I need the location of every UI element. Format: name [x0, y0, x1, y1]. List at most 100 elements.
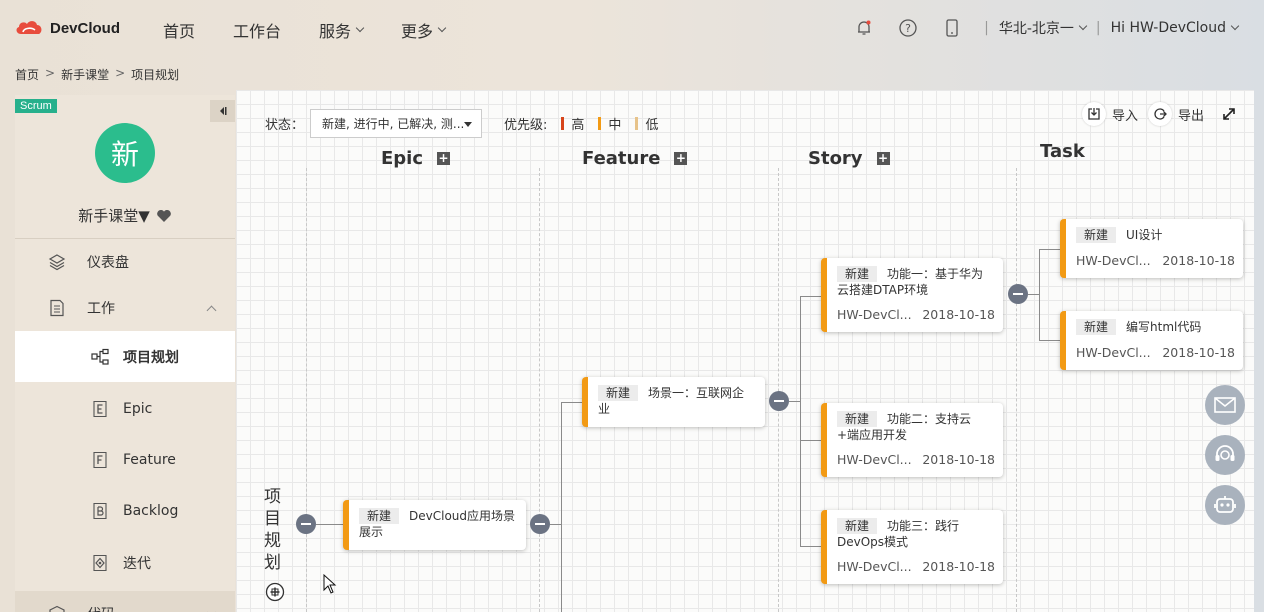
- region-selector[interactable]: 华北-北京一: [999, 18, 1088, 38]
- priority-label: 优先级:: [504, 118, 548, 133]
- cloud-logo-icon: [16, 21, 42, 34]
- feature-card[interactable]: 新建场景一：互联网企业: [582, 377, 765, 427]
- chatbot-button[interactable]: [1205, 485, 1245, 525]
- divider: |: [984, 20, 989, 36]
- sidebar-item-project-plan[interactable]: 项目规划: [15, 331, 235, 382]
- card-date: 2018-10-18: [922, 307, 995, 322]
- connector-line: [800, 296, 821, 297]
- card-title: 功能一：基于华为云搭建DTAP环境: [837, 267, 984, 297]
- column-feature: Feature +: [582, 148, 688, 169]
- card-title: 场景一：互联网企业: [598, 386, 745, 416]
- nav-services[interactable]: 服务: [319, 18, 365, 42]
- card-date: 2018-10-18: [922, 559, 995, 574]
- fullscreen-button[interactable]: [1222, 107, 1236, 121]
- sidebar-item-label: 代码: [87, 604, 115, 612]
- devcloud-logo[interactable]: DevCloud: [14, 18, 120, 38]
- sidebar-item-backlog[interactable]: Backlog: [15, 487, 235, 535]
- mobile-icon[interactable]: [942, 18, 962, 38]
- collapse-epic-toggle[interactable]: [530, 514, 550, 534]
- add-feature-button[interactable]: +: [674, 151, 688, 165]
- column-story-title: Story: [808, 148, 863, 169]
- column-epic-title: Epic: [381, 148, 424, 169]
- card-title: 功能三：践行DevOps模式: [837, 519, 960, 549]
- chevron-down-icon: [437, 23, 447, 33]
- mind-map-icon: [91, 348, 109, 365]
- sidebar-item-epic[interactable]: Epic: [15, 385, 235, 433]
- sidebar-divider: [15, 238, 235, 239]
- priority-medium[interactable]: 中: [598, 114, 621, 133]
- minus-icon: [774, 400, 784, 402]
- nav-workbench[interactable]: 工作台: [233, 18, 281, 42]
- card-title: 功能二：支持云+端应用开发: [837, 412, 972, 442]
- breadcrumb-separator: >: [45, 66, 56, 80]
- connector-line: [800, 440, 821, 441]
- card-title: UI设计: [1126, 228, 1163, 242]
- chevron-down-icon: [355, 23, 365, 33]
- priority-low[interactable]: 低: [635, 114, 658, 133]
- connector-line: [789, 401, 801, 402]
- connector-line: [561, 402, 582, 403]
- sidebar-item-dashboard[interactable]: 仪表盘: [15, 239, 235, 285]
- sidebar-item-code[interactable]: 代码: [15, 591, 235, 612]
- sidebar-item-label: 迭代: [123, 556, 151, 572]
- story-card[interactable]: 新建功能三：践行DevOps模式 HW-DevCl...2018-10-18: [821, 510, 1003, 584]
- sidebar-item-work[interactable]: 工作: [15, 285, 235, 331]
- collapse-story-toggle[interactable]: [1008, 284, 1028, 304]
- import-button[interactable]: 导入: [1081, 102, 1138, 126]
- add-circle-icon: [265, 582, 285, 602]
- import-label: 导入: [1111, 108, 1138, 124]
- export-button[interactable]: 导出: [1147, 102, 1204, 126]
- document-list-icon: [50, 299, 64, 317]
- user-label: Hi HW-DevCloud: [1110, 20, 1226, 36]
- priority-high[interactable]: 高: [561, 114, 584, 133]
- feature-icon: [93, 451, 107, 469]
- user-menu[interactable]: Hi HW-DevCloud: [1110, 20, 1240, 36]
- card-title: DevCloud应用场景展示: [359, 509, 516, 539]
- nav-home[interactable]: 首页: [163, 18, 195, 42]
- connector-line: [1039, 340, 1060, 341]
- connector-line: [1039, 249, 1060, 250]
- sidebar-item-label: Backlog: [123, 503, 179, 519]
- project-avatar: 新: [95, 123, 155, 183]
- import-icon: [1081, 102, 1106, 126]
- support-button[interactable]: [1205, 435, 1245, 475]
- status-badge: 新建: [837, 266, 878, 282]
- breadcrumb-project[interactable]: 新手课堂: [61, 68, 110, 82]
- breadcrumb-home[interactable]: 首页: [15, 68, 40, 82]
- collapse-root-toggle[interactable]: [296, 514, 316, 534]
- priority-low-swatch: [635, 117, 639, 130]
- bell-icon[interactable]: [854, 18, 874, 38]
- help-icon[interactable]: ?: [898, 18, 918, 38]
- collapse-feature-toggle[interactable]: [769, 391, 789, 411]
- status-filter-select[interactable]: 新建, 进行中, 已解决, 测...: [310, 109, 483, 138]
- headset-icon: [1215, 445, 1235, 461]
- column-task: Task: [1040, 141, 1085, 162]
- card-owner: HW-DevCl...: [837, 452, 912, 467]
- message-button[interactable]: [1205, 385, 1245, 425]
- connector-line: [316, 524, 343, 525]
- add-epic-button[interactable]: +: [437, 151, 451, 165]
- add-node-button[interactable]: [265, 582, 285, 606]
- nav-more[interactable]: 更多: [401, 18, 447, 42]
- status-badge: 新建: [359, 508, 400, 524]
- add-story-button[interactable]: +: [876, 151, 890, 165]
- column-task-title: Task: [1040, 141, 1085, 162]
- import-export-bar: 导入 导出: [1081, 102, 1236, 126]
- project-switcher[interactable]: 新手课堂▼: [15, 205, 235, 226]
- nav-more-label: 更多: [401, 22, 434, 41]
- sidebar-item-iteration[interactable]: 迭代: [15, 539, 235, 587]
- story-card[interactable]: 新建功能二：支持云+端应用开发 HW-DevCl...2018-10-18: [821, 403, 1003, 477]
- collapse-sidebar-button[interactable]: [210, 100, 235, 122]
- priority-high-label: 高: [571, 118, 585, 133]
- header-tools: ? | 华北-北京一 | Hi HW-DevCloud: [842, 18, 1240, 38]
- card-title: 编写html代码: [1126, 320, 1202, 334]
- planning-canvas[interactable]: 状态： 新建, 进行中, 已解决, 测... 优先级: 高 中 低 导入 导出 …: [236, 90, 1254, 612]
- heart-icon[interactable]: [156, 209, 172, 223]
- story-card[interactable]: 新建功能一：基于华为云搭建DTAP环境 HW-DevCl...2018-10-1…: [821, 258, 1003, 332]
- task-card[interactable]: 新建编写html代码 HW-DevCl...2018-10-18: [1060, 311, 1243, 370]
- export-icon: [1147, 102, 1172, 126]
- sidebar-item-label: Feature: [123, 452, 176, 468]
- sidebar-item-feature[interactable]: Feature: [15, 436, 235, 484]
